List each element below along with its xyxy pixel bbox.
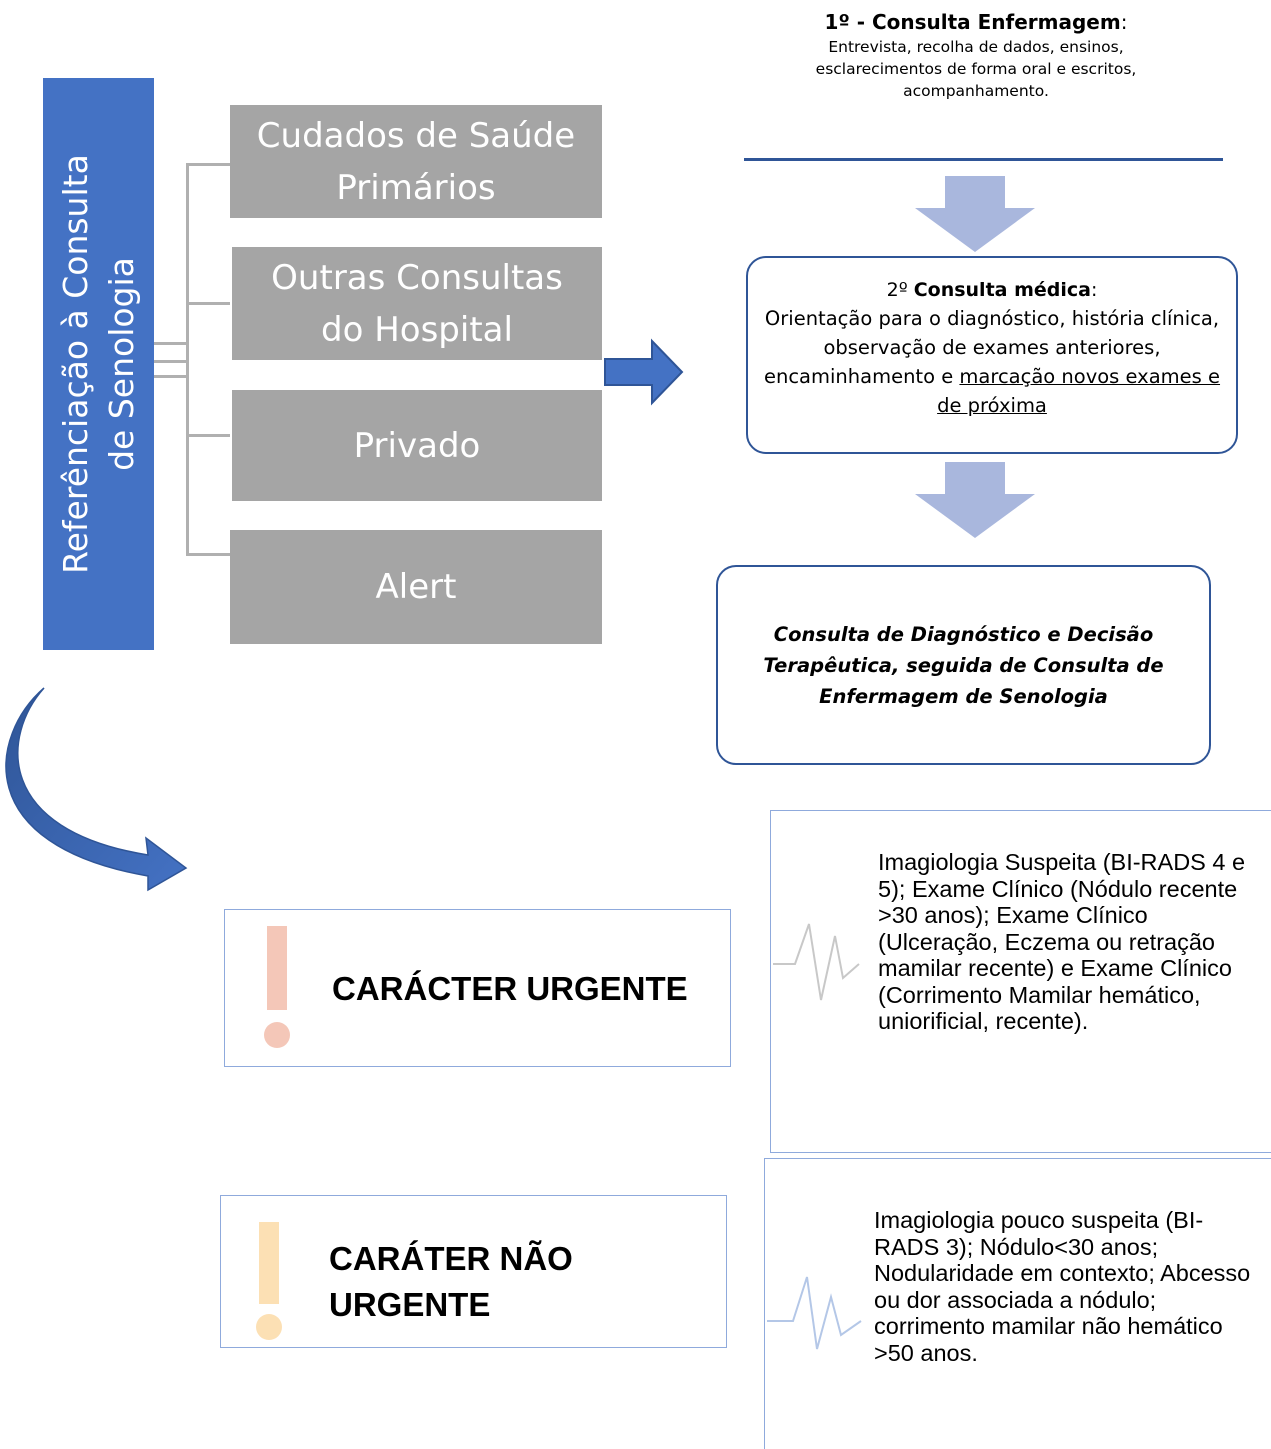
urgent-card: CARÁCTER URGENTE — [224, 909, 731, 1067]
referral-banner: Referênciação à Consulta de Senologia — [43, 78, 154, 650]
medical-consult-box: 2º Consulta médica: Orientação para o di… — [746, 256, 1238, 454]
nursing-consult-block: 1º - Consulta Enfermagem: Entrevista, re… — [760, 8, 1192, 102]
connector-banner-1 — [154, 342, 188, 345]
connector-hospital — [186, 302, 230, 305]
urgent-criteria-text: Imagiologia Suspeita (BI-RADS 4 e 5); Ex… — [878, 849, 1246, 1034]
source-box-alert: Alert — [230, 530, 602, 644]
down-arrow-icon-2 — [915, 462, 1035, 538]
diagnosis-consult-box: Consulta de Diagnóstico e Decisão Terapê… — [716, 565, 1211, 765]
medical-consult-title-prefix: 2º — [886, 279, 914, 301]
medical-consult-description-underlined: marcação novos exames e de próxima — [937, 365, 1221, 417]
diagnosis-consult-text: Consulta de Diagnóstico e Decisão Terapê… — [763, 622, 1164, 708]
nursing-consult-title-suffix: : — [1120, 10, 1128, 34]
pulse-icon — [767, 1276, 862, 1350]
medical-consult-title-suffix: : — [1090, 279, 1098, 301]
connector-banner-3 — [154, 375, 188, 378]
non-urgent-label: CARÁTER NÃO URGENTE — [329, 1240, 573, 1323]
medical-consult-description-text: Orientação para o diagnóstico, história … — [763, 307, 1220, 388]
source-box-private: Privado — [232, 390, 602, 501]
pulse-icon — [773, 923, 860, 1001]
exclamation-icon — [256, 1222, 282, 1340]
down-arrow-icon-1 — [915, 176, 1035, 252]
exclamation-icon — [264, 926, 290, 1048]
non-urgent-card: CARÁTER NÃO URGENTE — [220, 1195, 727, 1348]
connector-primary — [186, 163, 230, 166]
nursing-consult-title-bold: 1º - Consulta Enfermagem — [824, 10, 1121, 34]
non-urgent-criteria-box: Imagiologia pouco suspeita (BI-RADS 3); … — [764, 1158, 1271, 1449]
urgent-criteria-box: Imagiologia Suspeita (BI-RADS 4 e 5); Ex… — [770, 810, 1271, 1153]
source-box-hospital: Outras Consultas do Hospital — [232, 247, 602, 360]
non-urgent-criteria-text: Imagiologia pouco suspeita (BI-RADS 3); … — [874, 1207, 1251, 1366]
medical-consult-title-bold: Consulta médica — [913, 279, 1091, 301]
connector-banner-2 — [154, 360, 188, 363]
urgent-label: CARÁCTER URGENTE — [332, 970, 688, 1007]
referral-title: Referênciação à Consulta de Senologia — [55, 154, 141, 574]
right-arrow-icon — [604, 338, 684, 406]
connector-private — [186, 434, 230, 437]
source-box-primary-care: Cudados de Saúde Primários — [230, 105, 602, 218]
medical-consult-title: 2º Consulta médica: — [748, 276, 1236, 304]
bracket-vertical-line — [186, 163, 189, 556]
connector-alert — [186, 553, 230, 556]
medical-consult-description: Orientação para o diagnóstico, história … — [748, 304, 1236, 420]
nursing-consult-description: Entrevista, recolha de dados, ensinos, e… — [815, 38, 1137, 100]
curved-arrow-icon — [5, 687, 188, 892]
divider-line — [744, 158, 1223, 161]
nursing-consult-title: 1º - Consulta Enfermagem: — [760, 8, 1192, 36]
